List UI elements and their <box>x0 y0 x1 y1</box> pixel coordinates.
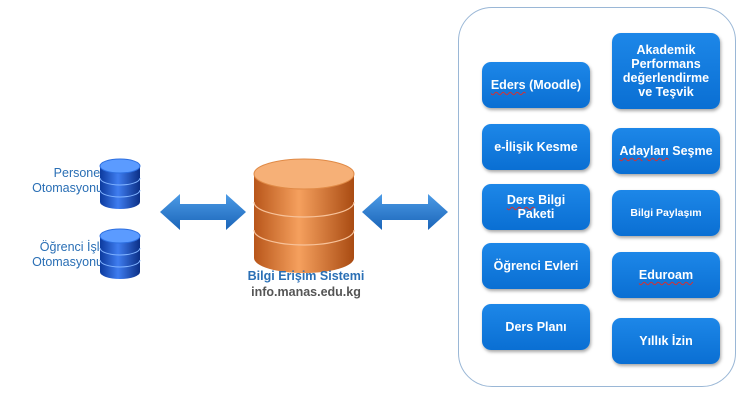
e-ilisik-kesme-button[interactable]: e-İlişik Kesme <box>482 124 590 170</box>
right-double-arrow-icon <box>362 194 448 230</box>
eders-label: Eders <box>490 78 526 92</box>
eduroam-button[interactable]: Eduroam <box>612 252 720 298</box>
bilgi-paylasim-button[interactable]: Bilgi Paylaşım <box>612 190 720 236</box>
eders-moodle-button[interactable]: Eders (Moodle) <box>482 62 590 108</box>
central-database-icon <box>253 158 355 273</box>
akademik-line2: Performans <box>631 57 701 71</box>
akademik-line4: ve Teşvik <box>638 85 694 99</box>
ders-bilgi-paketi-button[interactable]: Ders Bilgi Paketi <box>482 184 590 230</box>
adaylari-label: Adayları <box>619 144 669 158</box>
ogrenci-evleri-button[interactable]: Öğrenci Evleri <box>482 243 590 289</box>
e-ilisik-kesme-label: e-İlişik Kesme <box>494 140 578 154</box>
personel-label: Personel Otomasyonu <box>8 166 103 196</box>
akademik-performans-button[interactable]: Akademik Performans değerlendirme ve Teş… <box>612 33 720 109</box>
ders-plani-label: Ders Planı <box>505 320 567 334</box>
center-subtitle: info.manas.edu.kg <box>251 285 361 299</box>
ogrenci-label-line2: Otomasyonu <box>32 255 103 269</box>
ders-label: Ders <box>506 193 535 207</box>
bilgi-label: Bilgi <box>534 193 566 207</box>
secme-label: Seşme <box>668 144 713 158</box>
personel-database-icon <box>99 158 141 209</box>
left-double-arrow-icon <box>160 194 246 230</box>
akademik-line3: değerlendirme <box>622 71 710 85</box>
akademik-line1: Akademik <box>636 43 696 57</box>
personel-label-line1: Personel <box>53 166 103 180</box>
ogrenci-evleri-label: Öğrenci Evleri <box>493 259 579 273</box>
yillik-izin-button[interactable]: Yıllık İzin <box>612 318 720 364</box>
adaylari-secme-button[interactable]: Adayları Seşme <box>612 128 720 174</box>
ogrenci-label: Öğrenci İşl. Otomasyonu <box>8 240 103 270</box>
bilgi-paylasim-label: Bilgi Paylaşım <box>630 207 702 219</box>
ogrenci-label-line1: Öğrenci İşl. <box>39 240 103 254</box>
moodle-label: (Moodle) <box>525 78 582 92</box>
ogrenci-database-icon <box>99 228 141 279</box>
personel-label-line2: Otomasyonu <box>32 181 103 195</box>
paketi-label: Paketi <box>517 207 555 221</box>
yillik-izin-label: Yıllık İzin <box>639 334 693 348</box>
center-title: Bilgi Erişim Sistemi <box>247 269 365 283</box>
eduroam-label: Eduroam <box>638 268 694 282</box>
ders-plani-button[interactable]: Ders Planı <box>482 304 590 350</box>
